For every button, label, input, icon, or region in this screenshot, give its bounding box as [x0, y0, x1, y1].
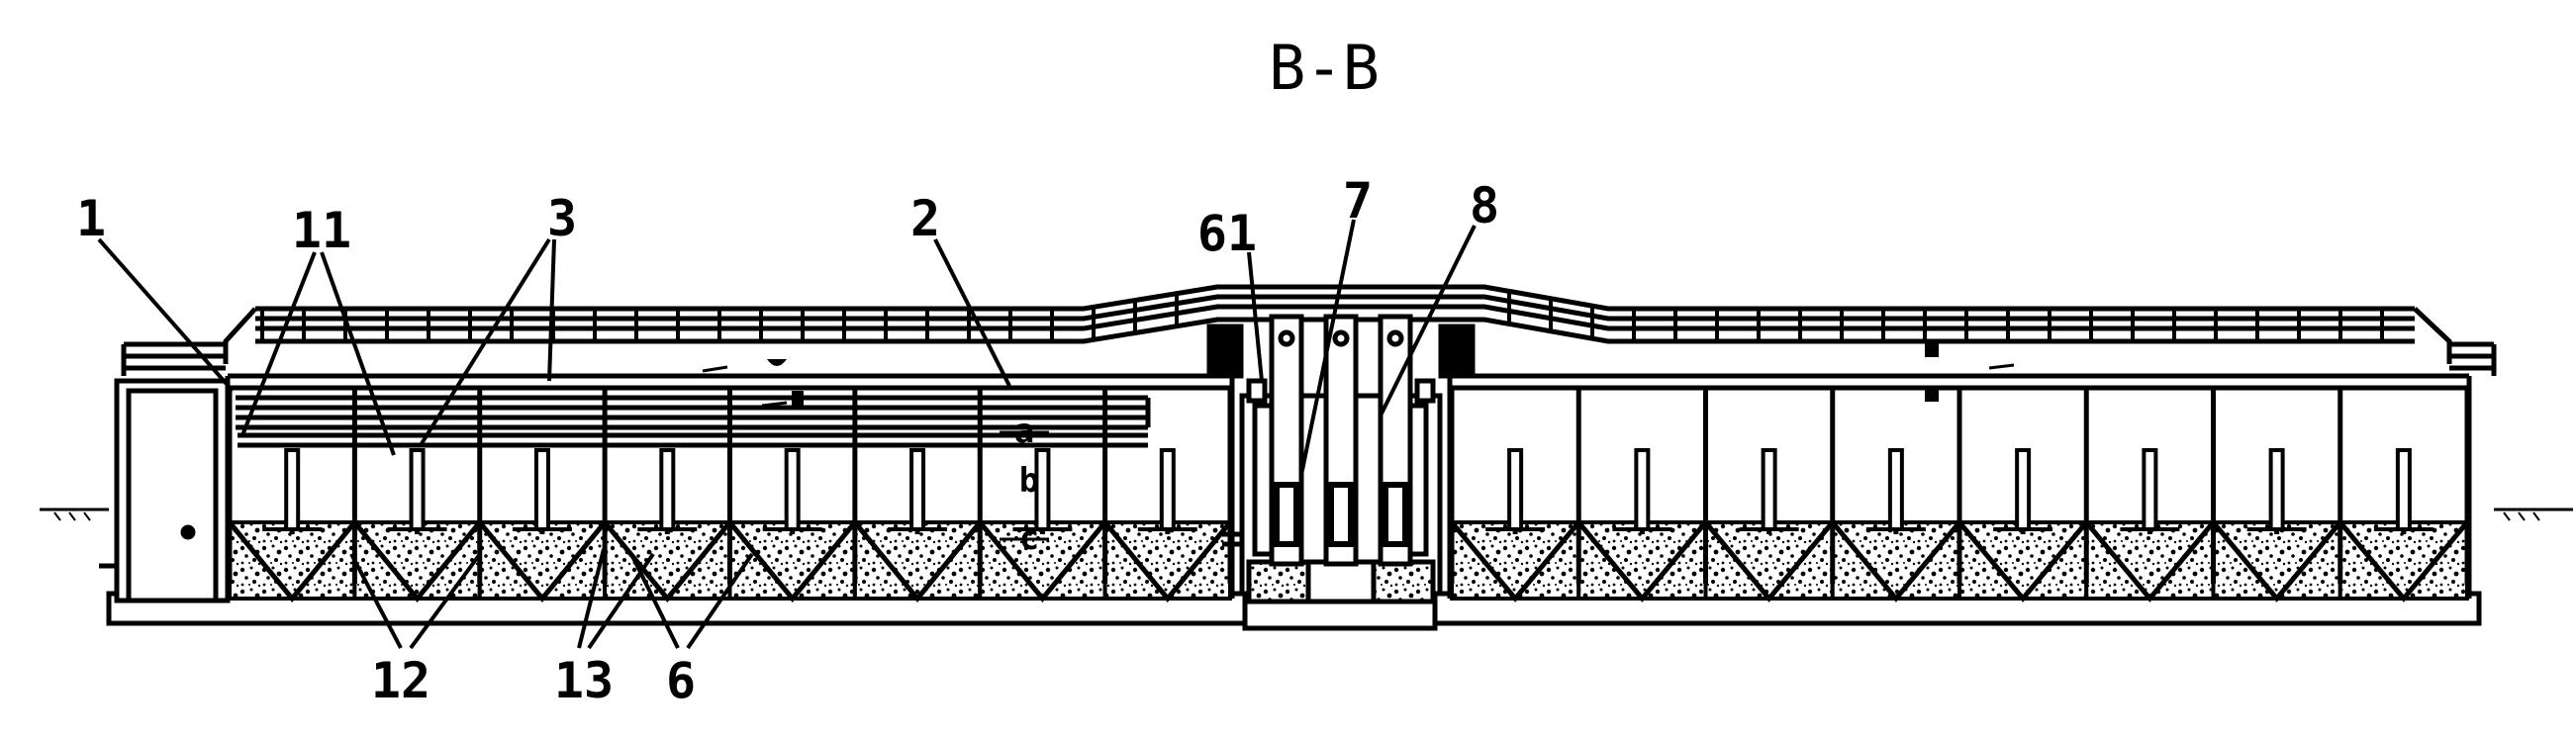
label-8: 8	[1470, 177, 1499, 234]
left-hoppers	[228, 513, 1232, 603]
label-b: b	[1019, 461, 1039, 501]
reference-labels: 1 11 3 2 61 7 8 12 13 6 a b c	[76, 172, 1499, 709]
pipe-2	[236, 365, 1151, 448]
hopper-wall	[1830, 520, 1961, 603]
baffle	[2142, 448, 2158, 531]
label-3: 3	[547, 190, 577, 247]
right-partitions	[1449, 388, 2470, 584]
label-1: 1	[76, 190, 106, 247]
label-7: 7	[1343, 172, 1373, 230]
hopper-wall	[1703, 520, 1835, 603]
left-partitions	[227, 388, 1233, 584]
canopy-roof	[121, 284, 2497, 376]
hopper-wall	[477, 520, 608, 603]
right-hoppers	[1450, 513, 2469, 603]
label-11: 11	[292, 202, 351, 259]
baffle	[284, 448, 301, 531]
baffle	[1887, 448, 1904, 531]
hopper-wall	[1450, 520, 1581, 603]
hopper-wall	[852, 520, 983, 603]
baffle	[909, 448, 926, 531]
hopper-wall	[352, 520, 482, 603]
section-title: B-B	[1269, 32, 1380, 104]
level-markers	[1000, 430, 1049, 541]
ground-lines	[40, 508, 2573, 521]
label-61: 61	[1197, 205, 1257, 262]
baffle	[2015, 448, 2032, 531]
hopper-wall	[727, 520, 857, 603]
hopper-wall	[978, 520, 1107, 603]
baffle	[1159, 448, 1176, 531]
label-2: 2	[910, 190, 940, 247]
hopper-wall	[1957, 520, 2089, 603]
baffle	[1761, 448, 1777, 531]
baffle	[2268, 448, 2285, 531]
baffle	[533, 448, 550, 531]
hopper-wall	[2211, 520, 2342, 603]
roof-posts	[260, 291, 2384, 341]
baffle	[784, 448, 801, 531]
baffle	[659, 448, 676, 531]
label-13: 13	[554, 652, 614, 709]
center-well	[1206, 314, 1476, 604]
label-12: 12	[371, 652, 430, 709]
baffle	[2395, 448, 2412, 531]
hopper-wall	[1576, 520, 1708, 603]
label-c: c	[1019, 518, 1039, 558]
baffle	[1507, 448, 1524, 531]
baffle	[409, 448, 426, 531]
hopper-wall	[228, 520, 357, 603]
leader-lines	[97, 219, 1477, 650]
label-6: 6	[666, 652, 696, 709]
baffle	[1634, 448, 1651, 531]
hopper-wall	[603, 520, 732, 603]
label-a: a	[1014, 412, 1034, 451]
hopper-wall	[2084, 520, 2216, 603]
hopper-wall	[2337, 520, 2469, 603]
control-room	[99, 378, 231, 603]
hopper-wall	[1102, 520, 1232, 603]
